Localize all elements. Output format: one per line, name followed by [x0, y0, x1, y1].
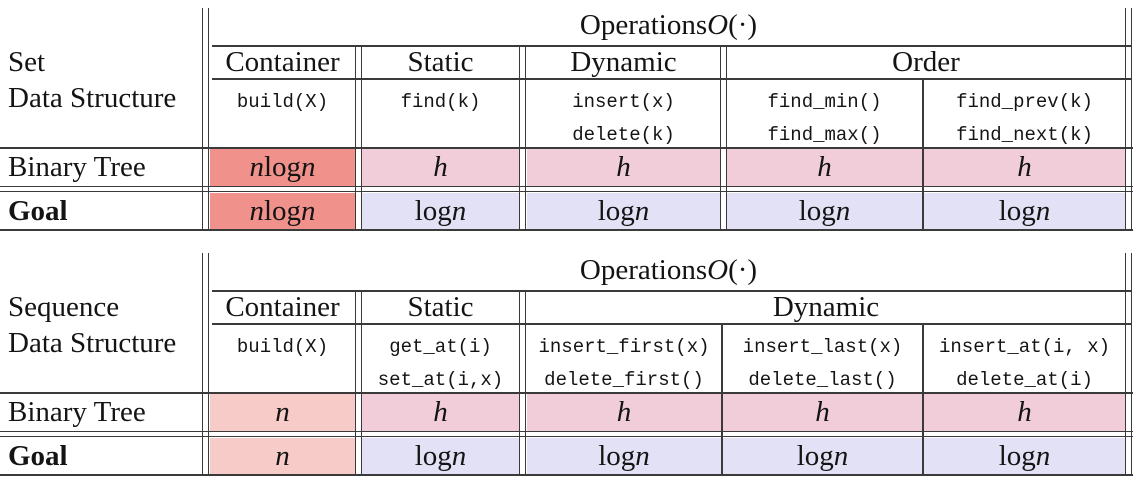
op-find-next: find_next(k) — [956, 124, 1093, 146]
col-header-static: Static — [407, 45, 474, 78]
col-header-container: Container — [225, 45, 340, 78]
grid-line — [922, 324, 924, 475]
ops-container: build(X) — [210, 325, 355, 391]
set-table: Set Data Structure Operations O(·) Conta… — [0, 0, 1134, 240]
goal-container-cost: n log n — [210, 193, 355, 229]
grid-line — [519, 290, 526, 475]
op-build: build(X) — [236, 336, 329, 358]
bt-order-prevnext-cost: h — [924, 149, 1125, 186]
op-find-max: find_max() — [767, 124, 882, 146]
op-build: build(X) — [236, 91, 329, 113]
col-header-dynamic: Dynamic — [570, 45, 677, 78]
goal-dynamic-at-cost: log n — [924, 438, 1125, 474]
sequence-table: Sequence Data Structure Operations O(·) … — [0, 245, 1134, 484]
bt-dynamic-first-cost: h — [527, 394, 721, 431]
ops-static: get_at(i) set_at(i,x) — [362, 325, 519, 391]
set-table-title-line1: Set — [8, 45, 46, 78]
op-set-at: set_at(i,x) — [377, 369, 504, 391]
ops-dynamic-at: insert_at(i, x) delete_at(i) — [924, 325, 1125, 391]
bt-static-cost: h — [362, 394, 519, 431]
op-find: find(k) — [400, 91, 481, 113]
op-delete-first: delete_first() — [544, 369, 704, 391]
op-find-min: find_min() — [767, 91, 882, 113]
bt-dynamic-at-cost: h — [924, 394, 1125, 431]
grid-line — [1125, 253, 1132, 475]
grid-line — [202, 8, 209, 230]
ops-dynamic-last: insert_last(x) delete_last() — [723, 325, 922, 391]
op-delete-at: delete_at(i) — [956, 369, 1093, 391]
set-table-title-line2: Data Structure — [8, 81, 177, 114]
grid-line — [721, 324, 723, 475]
operations-title: Operations O(·) — [579, 253, 758, 286]
grid-line — [212, 45, 1132, 47]
grid-line — [0, 229, 1133, 231]
grid-line — [355, 290, 362, 475]
ops-static: find(k) — [362, 80, 519, 146]
row-label-goal: Goal — [8, 439, 68, 472]
goal-dynamic-cost: log n — [527, 193, 720, 229]
sequence-table-title-line2: Data Structure — [8, 326, 177, 359]
ops-order-prevnext: find_prev(k) find_next(k) — [924, 80, 1125, 146]
ops-container: build(X) — [210, 80, 355, 146]
op-delete-last: delete_last() — [748, 369, 897, 391]
bt-container-cost: n log n — [210, 149, 355, 186]
row-label-binary-tree: Binary Tree — [8, 396, 146, 429]
grid-line — [212, 290, 1132, 292]
goal-dynamic-first-cost: log n — [527, 438, 721, 474]
grid-line — [212, 323, 1132, 325]
grid-line — [519, 45, 526, 230]
ops-dynamic: insert(x) delete(k) — [527, 80, 720, 146]
col-header-static: Static — [407, 290, 474, 323]
op-find-prev: find_prev(k) — [956, 91, 1093, 113]
op-get-at: get_at(i) — [389, 336, 492, 358]
operations-title: Operations O(·) — [579, 8, 758, 41]
goal-order-minmax-cost: log n — [727, 193, 922, 229]
grid-line — [202, 253, 209, 475]
op-insert-at: insert_at(i, x) — [938, 336, 1111, 358]
ops-order-minmax: find_min() find_max() — [727, 80, 922, 146]
sequence-table-title-line1: Sequence — [8, 290, 120, 323]
bt-dynamic-cost: h — [527, 149, 720, 186]
col-header-container: Container — [225, 290, 340, 323]
op-insert-last: insert_last(x) — [742, 336, 903, 358]
grid-line — [1125, 8, 1132, 230]
grid-line — [0, 186, 1133, 192]
ops-dynamic-first: insert_first(x) delete_first() — [527, 325, 721, 391]
goal-static-cost: log n — [362, 193, 519, 229]
op-insert-first: insert_first(x) — [538, 336, 710, 358]
bt-static-cost: h — [362, 149, 519, 186]
grid-line — [0, 431, 1133, 437]
grid-line — [355, 45, 362, 230]
grid-line — [212, 78, 1132, 80]
col-header-order: Order — [892, 45, 960, 78]
col-header-dynamic: Dynamic — [772, 290, 880, 323]
grid-line — [922, 79, 924, 230]
bt-order-minmax-cost: h — [727, 149, 922, 186]
op-insert: insert(x) — [572, 91, 675, 113]
op-delete: delete(k) — [572, 124, 675, 146]
row-label-goal: Goal — [8, 194, 68, 227]
grid-line — [0, 147, 1133, 149]
bt-container-cost: n — [210, 394, 355, 431]
goal-dynamic-last-cost: log n — [723, 438, 922, 474]
goal-static-cost: log n — [362, 438, 519, 474]
grid-line — [720, 45, 727, 230]
row-label-binary-tree: Binary Tree — [8, 151, 146, 184]
goal-container-cost: n — [210, 438, 355, 474]
grid-line — [0, 392, 1133, 394]
grid-line — [0, 474, 1133, 476]
goal-order-prevnext-cost: log n — [924, 193, 1125, 229]
bt-dynamic-last-cost: h — [723, 394, 922, 431]
